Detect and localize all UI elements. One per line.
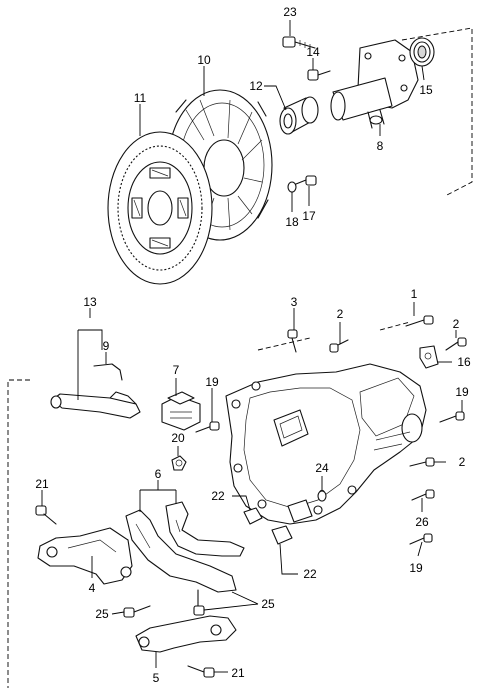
bushing-22-upper (243, 507, 263, 525)
mount-bracket-5 (135, 615, 237, 653)
label-23: 23 (283, 5, 297, 19)
label-13: 13 (83, 295, 97, 309)
bolt-24 (317, 490, 327, 502)
release-fork-13 (50, 391, 141, 419)
label-12: 12 (249, 79, 263, 93)
label-21-lower: 21 (231, 666, 245, 680)
label-19-lower: 19 (409, 561, 423, 575)
bolt-21-lower (187, 665, 215, 678)
bracket-16 (419, 345, 439, 369)
upper-group-bracket (401, 27, 473, 196)
label-19-right: 19 (455, 385, 469, 399)
label-2-top: 2 (337, 307, 344, 321)
clip-9 (93, 363, 123, 381)
label-7: 7 (173, 363, 180, 377)
label-22-upper: 22 (211, 489, 225, 503)
bolt-25-left (123, 605, 151, 618)
label-8: 8 (377, 139, 384, 153)
crossmember-6 (125, 501, 245, 593)
label-15: 15 (419, 83, 433, 97)
leader-lines (41, 20, 463, 673)
bolt-23 (282, 36, 316, 50)
label-21-upper: 21 (35, 477, 49, 491)
label-26: 26 (415, 515, 429, 529)
release-bearing-12 (279, 96, 319, 135)
lower-left-bracket (7, 379, 30, 688)
bolt-1 (405, 315, 434, 327)
bolt-19-right (439, 411, 465, 423)
bolt-3 (287, 329, 298, 353)
label-6: 6 (155, 467, 162, 481)
label-22-lower: 22 (303, 567, 317, 581)
bolt-2-top (329, 339, 349, 353)
bolt-14 (307, 69, 331, 81)
label-25-right: 25 (261, 597, 275, 611)
label-25-left: 25 (95, 607, 109, 621)
label-2-right: 2 (453, 317, 460, 331)
label-4: 4 (89, 581, 96, 595)
release-sleeve-8 (330, 39, 419, 129)
label-18: 18 (285, 215, 299, 229)
part-labels: 23 14 10 12 11 15 8 18 17 13 9 3 2 1 2 1… (35, 5, 471, 685)
lower-middle-bracket (257, 321, 411, 351)
label-1: 1 (411, 287, 418, 301)
bushing-22-lower (271, 525, 293, 545)
label-5: 5 (153, 671, 160, 685)
bolt-19-upper-left (195, 421, 220, 433)
clutch-disc-11 (107, 131, 213, 285)
label-10: 10 (197, 53, 211, 67)
label-14: 14 (306, 45, 320, 59)
label-2-lower: 2 (459, 455, 466, 469)
bolt-19-lower (409, 533, 433, 545)
washer-18 (287, 181, 297, 193)
label-11: 11 (134, 91, 147, 105)
bolt-21-upper (35, 505, 57, 525)
mount-insulator-7 (161, 391, 201, 431)
nut-20 (171, 455, 187, 471)
label-19-upper-left: 19 (205, 375, 219, 389)
mount-bracket-4 (37, 527, 133, 585)
label-24: 24 (315, 461, 329, 475)
bolt-2-lower (409, 457, 435, 467)
bolt-17 (295, 175, 317, 186)
label-16: 16 (457, 355, 471, 369)
label-17: 17 (302, 209, 316, 223)
bolt-25-right (193, 589, 205, 616)
bearing-15 (409, 37, 435, 67)
label-9: 9 (103, 339, 110, 353)
label-20: 20 (171, 431, 185, 445)
label-3: 3 (291, 295, 298, 309)
transmission-case (225, 363, 427, 525)
bolt-2-right (445, 337, 467, 351)
bolt-26 (411, 489, 435, 501)
